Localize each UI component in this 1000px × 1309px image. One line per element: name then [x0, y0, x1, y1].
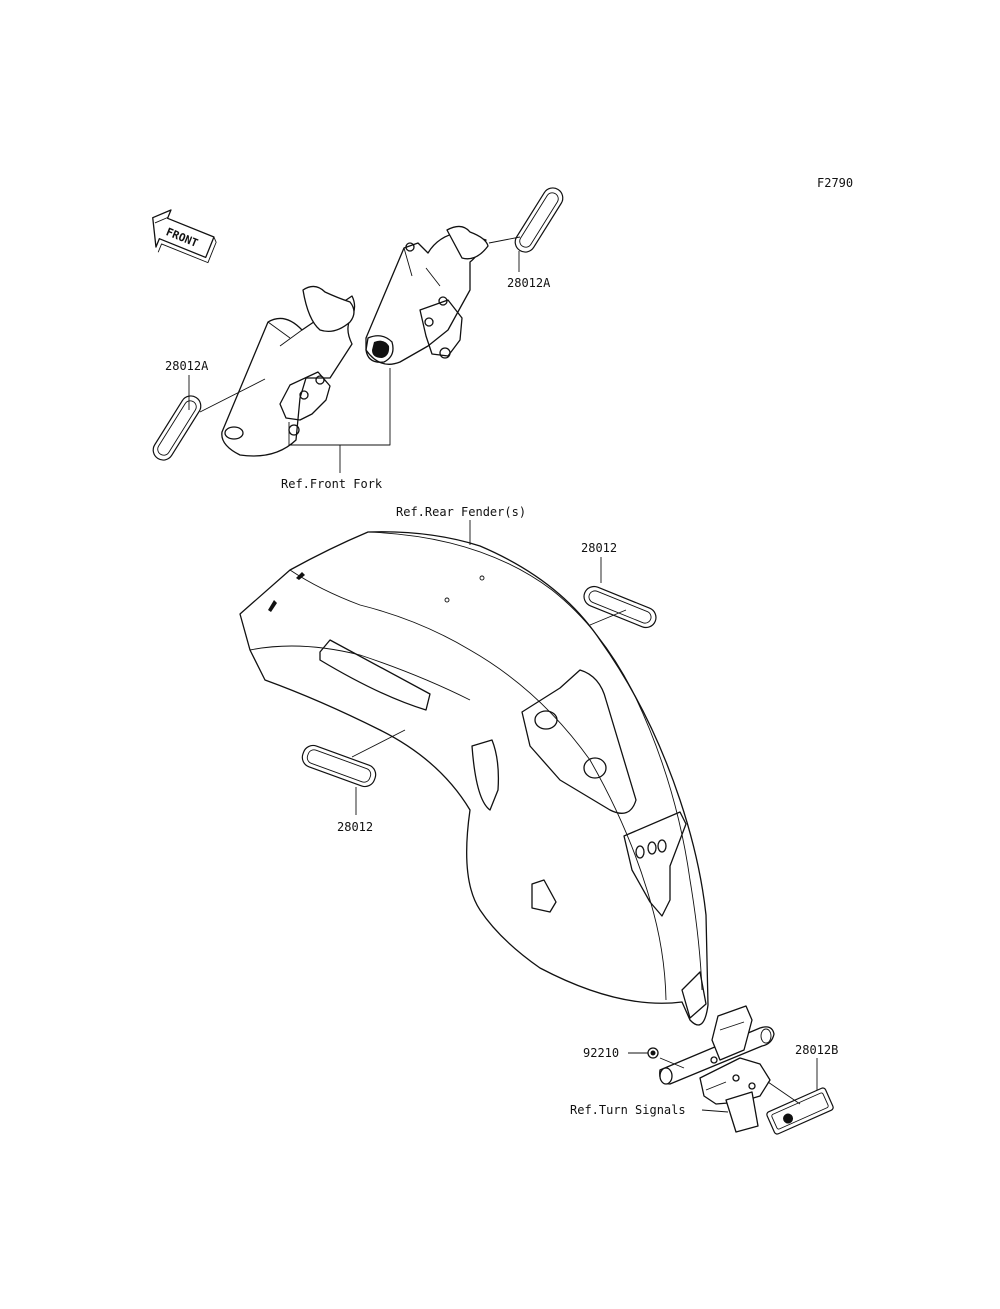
fork-right-part-number: 28012A — [507, 276, 551, 290]
diagram-code: F2790 — [817, 176, 853, 190]
fork-left-part-number: 28012A — [165, 359, 209, 373]
ref-rear-fender-label: Ref.Rear Fender(s) — [396, 505, 526, 519]
turn-signal-bracket — [659, 1005, 775, 1133]
ref-turn-signals-label: Ref.Turn Signals — [570, 1103, 686, 1117]
leader-fender-side — [351, 729, 406, 815]
leader-fork-right — [488, 236, 521, 272]
leader-ref-turn-signals — [701, 1109, 729, 1113]
leader-fork-left — [188, 375, 266, 413]
front-fork-left-leg — [221, 285, 356, 457]
fender-side-reflector — [301, 744, 377, 788]
front-fork-right-leg — [365, 225, 489, 365]
fender-top-part-number: 28012 — [581, 541, 617, 555]
plate-reflector-part-number: 28012B — [795, 1043, 838, 1057]
fender-side-part-number: 28012 — [337, 820, 373, 834]
nut-92210 — [647, 1047, 659, 1059]
leader-ref-front-fork — [288, 368, 391, 473]
fender-top-reflector — [583, 585, 657, 629]
front-arrow-icon: FRONT — [152, 209, 217, 264]
ref-front-fork-label: Ref.Front Fork — [281, 477, 383, 491]
fork-reflector-right — [514, 187, 564, 253]
rear-fender — [239, 531, 709, 1026]
leader-fender-top — [589, 557, 627, 626]
plate-reflector-28012B — [766, 1087, 834, 1135]
leader-plate-reflector — [767, 1058, 818, 1105]
nut-part-number: 92210 — [583, 1046, 619, 1060]
fork-reflector-left — [152, 395, 202, 461]
leader-nut — [628, 1052, 685, 1069]
